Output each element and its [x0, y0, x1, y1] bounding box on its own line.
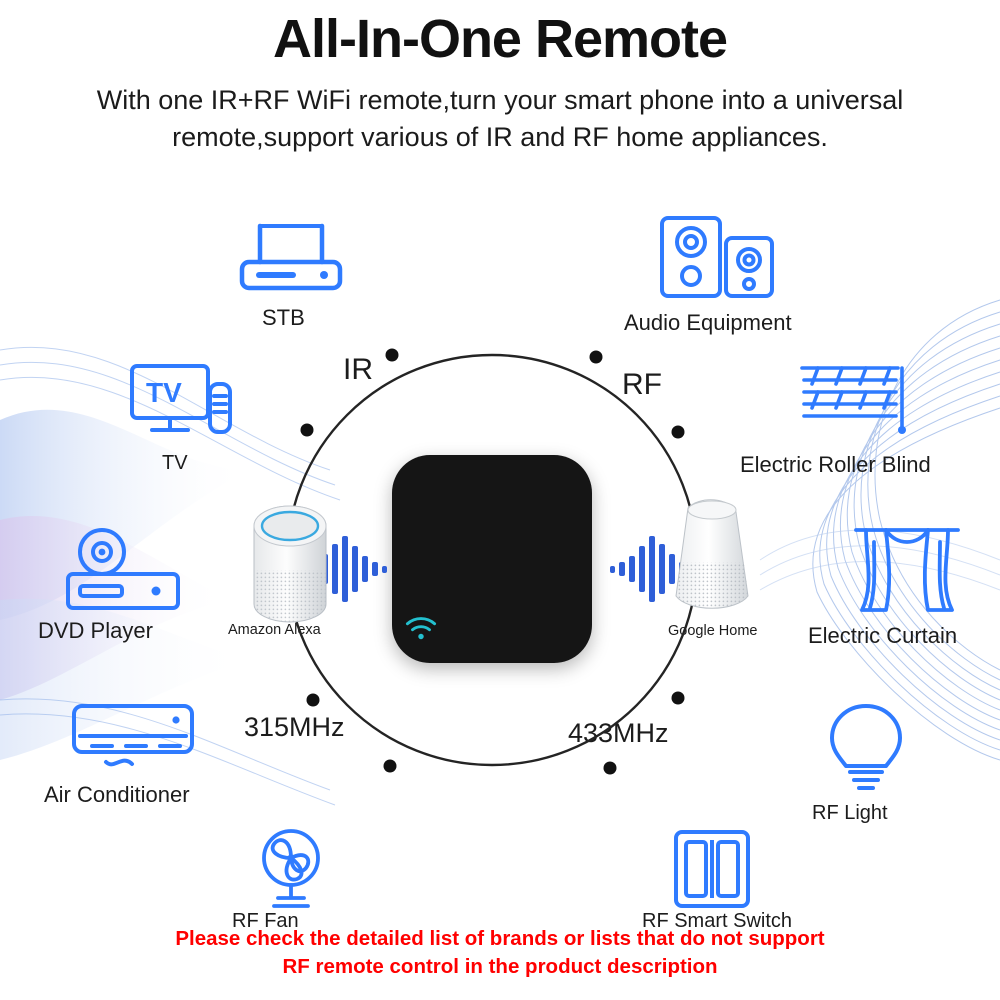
set-top-box-icon — [239, 223, 343, 291]
device-label-rf-light: RF Light — [812, 802, 888, 824]
speaker-label-right: Google Home — [668, 623, 758, 639]
wifi-icon — [405, 617, 437, 640]
ring-label-freq-left: 315MHz — [244, 712, 345, 742]
smart-speaker-icon — [253, 505, 327, 623]
device-label-electric-curtain: Electric Curtain — [808, 623, 958, 648]
device-label-air-conditioner: Air Conditioner — [44, 782, 190, 807]
page-subtitle: With one IR+RF WiFi remote,turn your sma… — [96, 85, 904, 153]
ring-label-ir: IR — [343, 353, 373, 386]
speaker-pair-icon — [660, 216, 774, 298]
device-label-tv: TV — [162, 452, 188, 474]
device-label-audio-equipment: Audio Equipment — [624, 310, 792, 335]
warning-line-2: RF remote control in the product descrip… — [282, 954, 718, 978]
tv-icon: TV — [130, 364, 232, 434]
device-label-stb: STB — [262, 305, 305, 330]
smart-speaker-icon — [675, 499, 749, 609]
page-title: All-In-One Remote — [272, 9, 728, 69]
fan-icon — [262, 829, 320, 908]
device-label-rf-fan: RF Fan — [232, 910, 299, 932]
roller-blind-icon — [800, 366, 906, 434]
device-label-rf-smart-switch: RF Smart Switch — [642, 910, 793, 932]
warning-text: Please check the detailed list of brands… — [40, 925, 960, 980]
device-label-dvd-player: DVD Player — [38, 618, 153, 643]
svg-text:TV: TV — [146, 377, 182, 408]
ring-label-rf: RF — [622, 368, 662, 401]
warning-line-1: Please check the detailed list of brands… — [175, 927, 825, 950]
air-conditioner-icon — [72, 704, 194, 767]
wall-switch-icon — [674, 830, 750, 908]
device-label-electric-roller-blind: Electric Roller Blind — [740, 452, 931, 477]
curtain-icon — [854, 528, 960, 612]
light-bulb-icon — [830, 704, 902, 790]
dvd-player-icon — [66, 528, 180, 610]
